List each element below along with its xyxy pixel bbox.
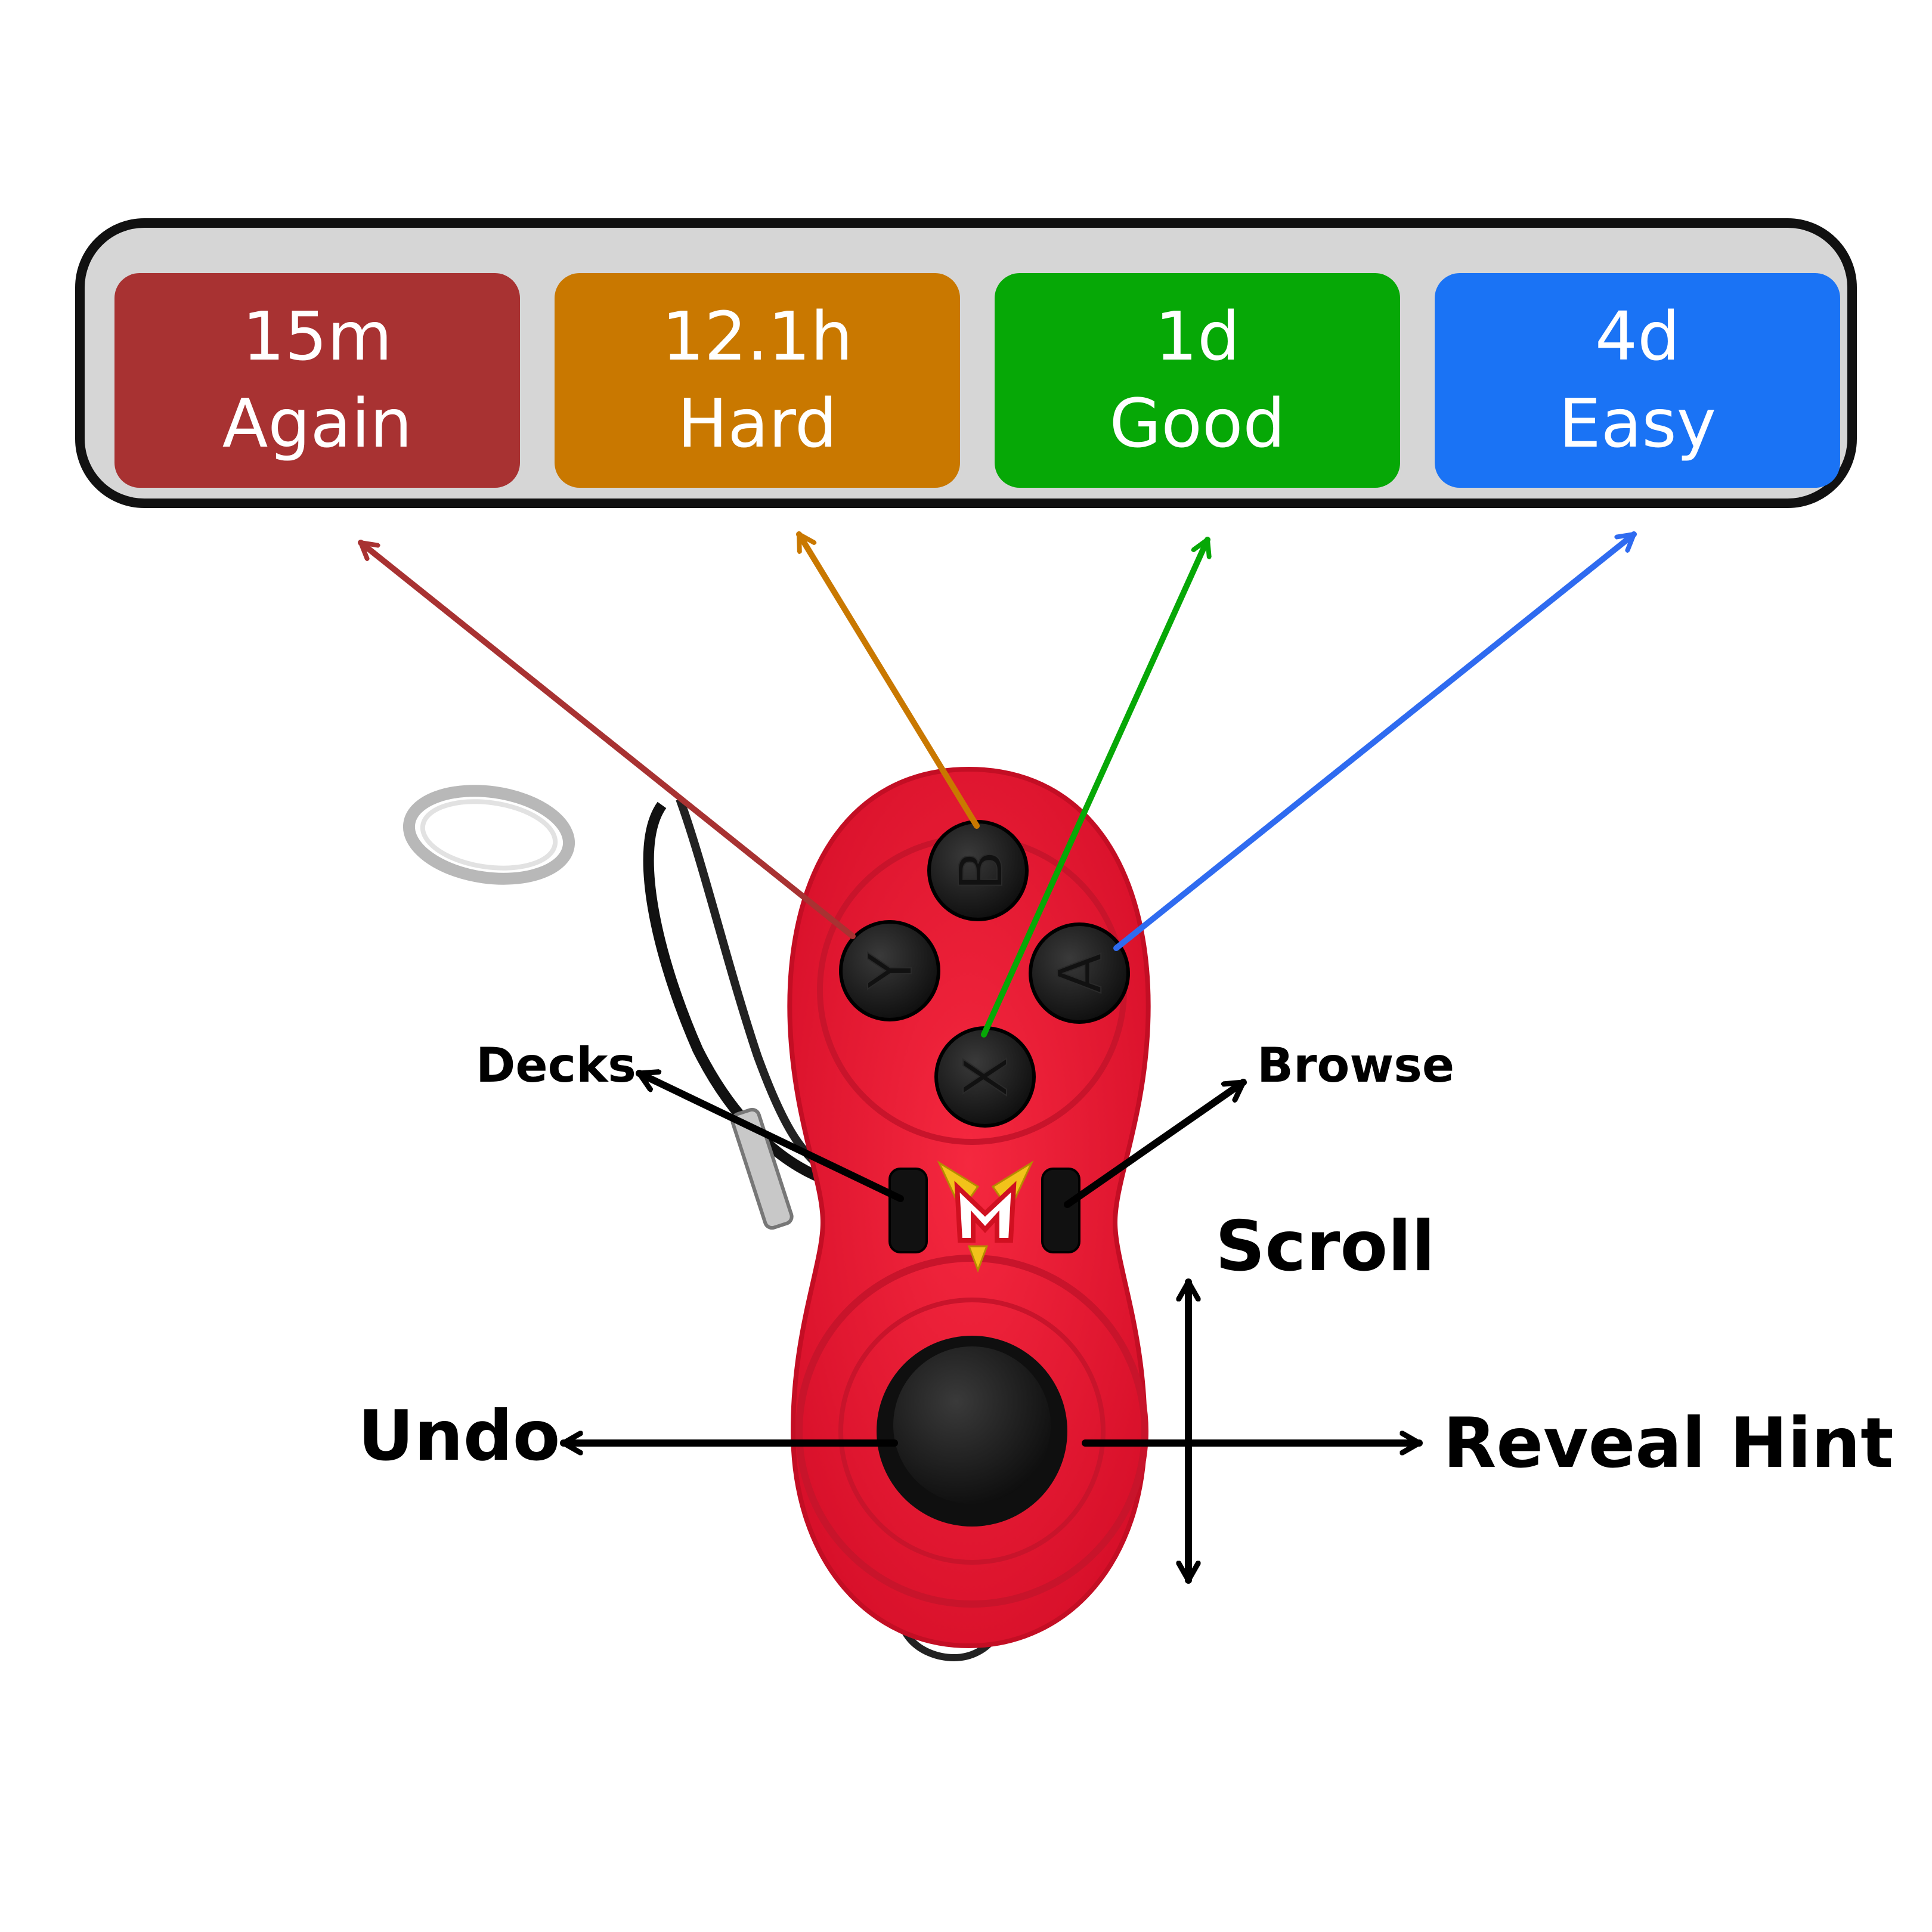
a-button-label: A <box>1045 953 1115 993</box>
reveal-hint-label: Reveal Hint <box>1443 1403 1894 1484</box>
undo-label: Undo <box>358 1396 561 1476</box>
winged-m-logo <box>937 1160 1034 1273</box>
good-button[interactable]: 1d Good <box>995 273 1400 488</box>
select-button[interactable] <box>888 1168 928 1253</box>
again-label: Again <box>222 385 413 463</box>
again-button[interactable]: 15m Again <box>114 273 520 488</box>
hard-button[interactable]: 12.1h Hard <box>555 273 960 488</box>
a-button[interactable]: A <box>1029 922 1130 1024</box>
easy-button[interactable]: 4d Easy <box>1435 273 1840 488</box>
y-button[interactable]: Y <box>839 920 940 1021</box>
joystick[interactable] <box>877 1336 1067 1527</box>
start-button[interactable] <box>1041 1168 1080 1253</box>
again-interval: 15m <box>242 298 392 376</box>
joystick-ring-inner <box>838 1298 1106 1565</box>
hard-label: Hard <box>677 385 838 463</box>
easy-interval: 4d <box>1594 298 1680 376</box>
b-button-label: B <box>946 850 1016 891</box>
browse-arrow <box>1064 1079 1247 1208</box>
hard-arrow <box>796 531 980 829</box>
answer-button-bar: 15m Again 12.1h Hard 1d Good 4d Easy <box>75 218 1857 508</box>
decks-arrow <box>636 1073 904 1202</box>
good-label: Good <box>1109 385 1286 463</box>
y-button-label: Y <box>856 952 925 990</box>
joystick-ring-outer <box>795 1255 1148 1608</box>
easy-arrow <box>1113 531 1637 951</box>
scroll-label: Scroll <box>1215 1206 1435 1287</box>
good-interval: 1d <box>1154 298 1240 376</box>
hard-interval: 12.1h <box>661 298 853 376</box>
controller: B Y A X <box>787 766 1151 1649</box>
decks-label: Decks <box>476 1038 636 1093</box>
x-button-label: X <box>951 1057 1021 1098</box>
easy-label: Easy <box>1558 385 1717 463</box>
good-arrow <box>981 537 1208 1038</box>
browse-label: Browse <box>1257 1038 1454 1093</box>
x-button[interactable]: X <box>934 1026 1036 1128</box>
again-arrow <box>358 540 856 939</box>
b-button[interactable]: B <box>927 820 1029 921</box>
